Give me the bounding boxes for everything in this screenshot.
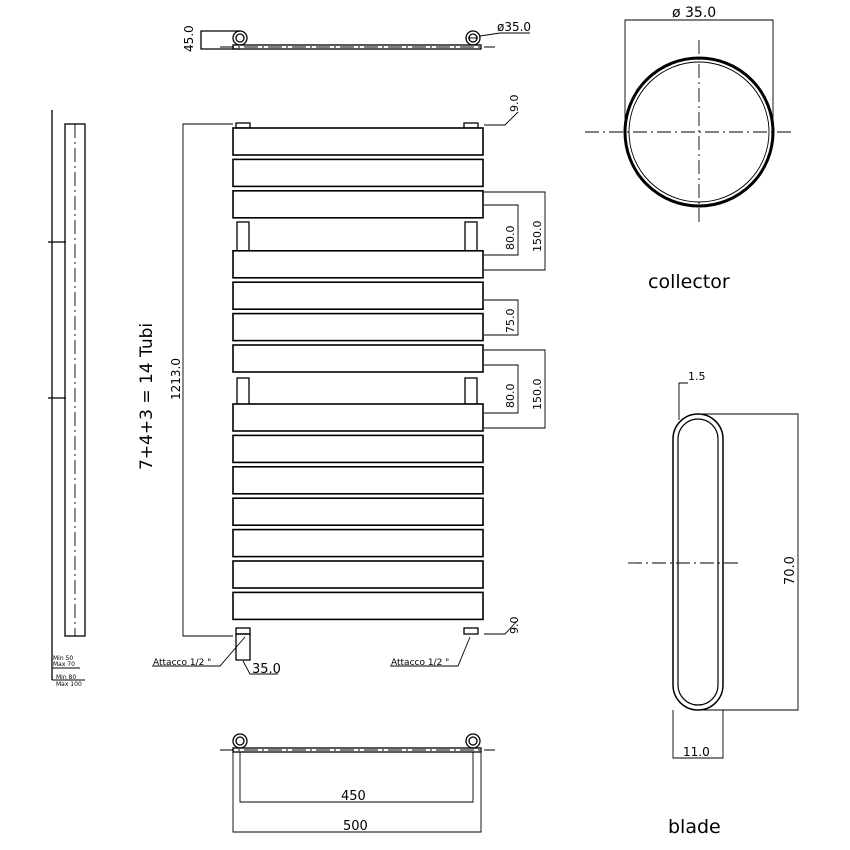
front-view: 7+4+3 = 14 Tubi 1213.0 9.0 80.0 150.0 75…	[137, 95, 546, 677]
top-view: 45.0 ø35.0	[182, 20, 531, 52]
depth-dimension: 45.0	[182, 25, 196, 52]
wall-min-1: Min 50	[53, 655, 73, 662]
wall-min-2: Min 80	[56, 674, 76, 681]
blade	[232, 344, 484, 373]
blade	[232, 434, 484, 464]
pipe-diameter-dimension: ø35.0	[497, 20, 531, 34]
connection-size-dimension: 35.0	[252, 662, 281, 677]
gap2-dimension: 75.0	[504, 309, 517, 334]
blade-stack	[232, 127, 484, 621]
blade	[232, 528, 484, 558]
collector-diameter-dimension: ø 35.0	[672, 5, 716, 21]
collector-detail: ø 35.0 collector	[585, 5, 795, 293]
blade	[232, 497, 484, 527]
tube-count-label: 7+4+3 = 14 Tubi	[137, 323, 157, 470]
blade-label: blade	[668, 816, 721, 838]
blade	[232, 312, 484, 342]
blade	[232, 560, 484, 589]
wall-max-1: Max 70	[53, 661, 75, 668]
side-view: Min 50 Max 70 Min 80 Max 100	[48, 110, 86, 688]
wall-max-2: Max 100	[56, 681, 82, 688]
blade	[232, 158, 484, 188]
gap3-outer-dimension: 150.0	[531, 379, 544, 411]
height-dimension: 1213.0	[169, 358, 183, 400]
collector-label: collector	[648, 271, 730, 293]
gap1-outer-dimension: 150.0	[531, 221, 544, 253]
bottom-offset-dimension: 9.0	[508, 617, 521, 635]
gap3-inner-dimension: 80.0	[504, 384, 517, 409]
blade	[232, 403, 484, 432]
gap1-inner-dimension: 80.0	[504, 226, 517, 251]
blade-width-dimension: 11.0	[683, 745, 710, 759]
blade	[232, 127, 484, 156]
blade	[232, 591, 484, 621]
blade	[232, 281, 484, 311]
blade	[232, 190, 484, 219]
bottom-view: 450 500	[220, 733, 495, 834]
connection-right-label: Attacco 1/2 "	[391, 658, 449, 668]
width-dimension: 500	[343, 819, 368, 834]
center-distance-dimension: 450	[341, 789, 366, 804]
blade-height-dimension: 70.0	[783, 556, 798, 585]
blade-thickness-dimension: 1.5	[688, 370, 706, 383]
top-offset-dimension: 9.0	[508, 95, 521, 113]
blade	[232, 250, 484, 279]
blade	[232, 465, 484, 495]
blade-detail: 1.5 70.0 11.0 blade	[628, 370, 799, 838]
connection-left-label: Attacco 1/2 "	[153, 658, 211, 668]
